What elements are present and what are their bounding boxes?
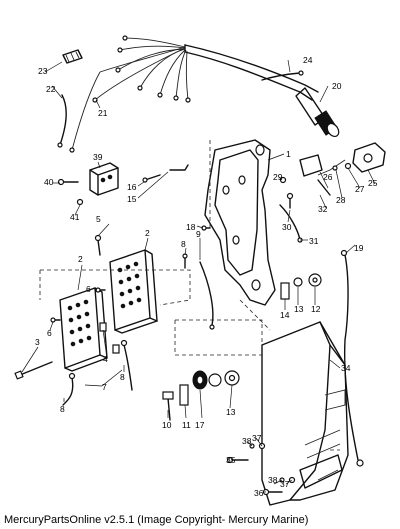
callout-35: 35 — [226, 455, 236, 465]
callout-9: 9 — [196, 229, 201, 239]
callout-1: 1 — [286, 149, 291, 159]
callout-37b: 37 — [280, 479, 290, 489]
wiring-harness — [57, 35, 340, 153]
callout-23: 23 — [38, 66, 48, 76]
callout-27: 27 — [355, 184, 365, 194]
callout-34: 34 — [341, 363, 351, 373]
callout-30: 30 — [282, 222, 292, 232]
callout-3: 3 — [35, 337, 40, 347]
rectifier — [317, 142, 386, 176]
callout-14: 14 — [280, 310, 290, 320]
callout-15: 15 — [127, 194, 137, 204]
callout-40: 40 — [44, 177, 54, 187]
callout-22: 22 — [46, 84, 56, 94]
clip-26 — [299, 154, 323, 177]
callout-4: 4 — [103, 354, 108, 364]
callout-13: 13 — [294, 304, 304, 314]
callout-39: 39 — [93, 152, 103, 162]
assembly-lines — [39, 140, 340, 451]
callout-21: 21 — [98, 108, 108, 118]
callout-26: 26 — [323, 172, 333, 182]
callout-17: 17 — [195, 420, 205, 430]
mounting-bracket — [204, 139, 276, 306]
harness-connector — [295, 87, 340, 138]
callout-25: 25 — [368, 178, 378, 188]
callout-37: 37 — [252, 433, 262, 443]
callout-13b: 13 — [226, 407, 236, 417]
callout-20: 20 — [332, 81, 342, 91]
callout-36: 36 — [254, 488, 264, 498]
callout-38b: 38 — [268, 475, 278, 485]
switch-box-right — [109, 249, 158, 334]
exploded-parts-diagram: 1 2 2 3 4 5 6 6 7 8 8 8 9 10 11 12 13 13… — [14, 35, 386, 506]
callout-6: 6 — [47, 328, 52, 338]
callout-6b: 6 — [86, 284, 91, 294]
hardware — [14, 162, 352, 496]
ground-strap — [343, 254, 359, 461]
coil-bracket — [89, 162, 119, 196]
callout-18: 18 — [186, 222, 196, 232]
callouts: 1 2 2 3 4 5 6 6 7 8 8 8 9 10 11 12 13 13… — [35, 55, 378, 498]
callout-8b: 8 — [60, 404, 65, 414]
callout-12: 12 — [311, 304, 321, 314]
callout-31: 31 — [309, 236, 319, 246]
cover — [261, 321, 349, 506]
leader-lines — [21, 59, 376, 493]
callout-19: 19 — [354, 243, 364, 253]
callout-2: 2 — [145, 228, 150, 238]
image-caption: MercuryPartsOnline v2.5.1 (Image Copyrig… — [4, 514, 309, 526]
callout-41: 41 — [70, 212, 80, 222]
callout-10: 10 — [162, 420, 172, 430]
callout-16: 16 — [127, 182, 137, 192]
callout-24: 24 — [303, 55, 313, 65]
callout-5: 5 — [96, 214, 101, 224]
callout-8c: 8 — [120, 372, 125, 382]
callout-32: 32 — [318, 204, 328, 214]
callout-28: 28 — [336, 195, 346, 205]
callout-8: 8 — [181, 239, 186, 249]
callout-2b: 2 — [78, 254, 83, 264]
callout-29: 29 — [273, 172, 283, 182]
small-connector — [62, 49, 83, 64]
switch-box-left — [59, 287, 108, 372]
callout-11: 11 — [182, 420, 191, 430]
callout-7: 7 — [102, 382, 107, 392]
callout-38: 38 — [242, 436, 252, 446]
